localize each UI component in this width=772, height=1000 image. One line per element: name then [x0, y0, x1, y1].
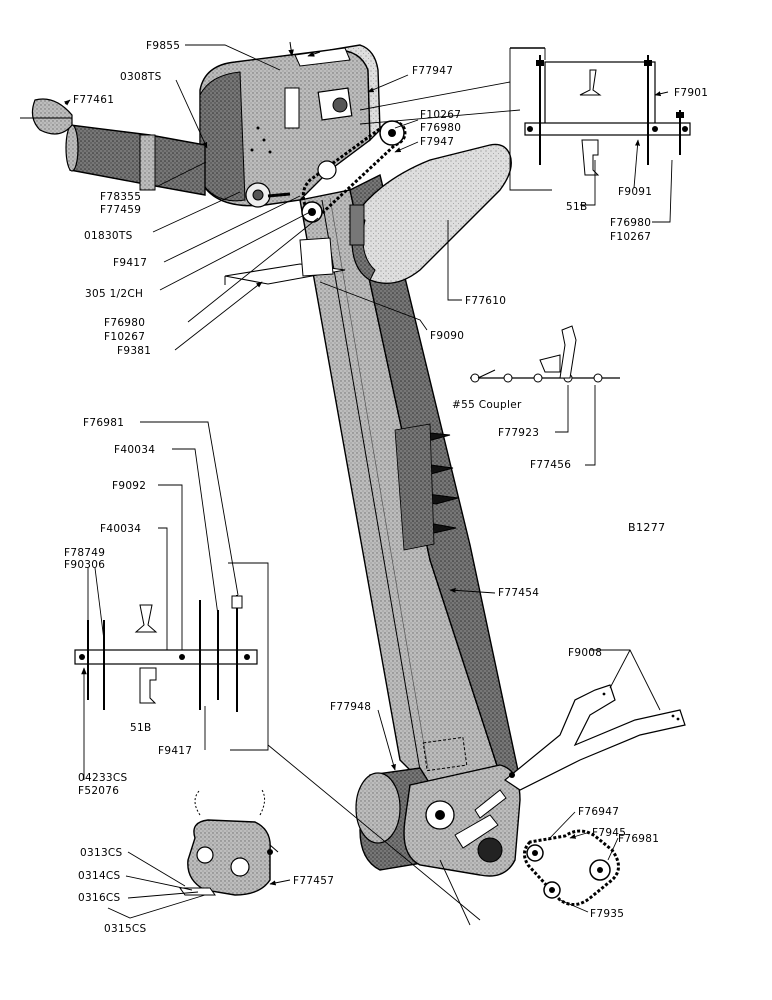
label-f90306: F90306	[64, 559, 105, 571]
label-f10267-a: F10267	[420, 109, 461, 121]
elevator-leg	[299, 173, 521, 801]
label-55-coupler: #55 Coupler	[452, 399, 522, 411]
label-f7945: F7945	[592, 827, 626, 839]
label-f10267-inset: F10267	[610, 231, 651, 243]
label-f7947: F7947	[420, 136, 454, 148]
label-f9091: F9091	[618, 186, 652, 198]
boot-assembly	[355, 736, 521, 877]
bottom-left-inset-drawing	[179, 789, 279, 896]
label-f10267-b: F10267	[104, 331, 145, 343]
discharge-spout	[349, 143, 512, 284]
label-f7901: F7901	[674, 87, 708, 99]
label-f9855: F9855	[146, 40, 180, 52]
head-assembly	[199, 44, 381, 208]
label-0314cs: 0314CS	[78, 870, 121, 882]
support-bracket	[224, 237, 346, 285]
label-0316cs: 0316CS	[78, 892, 121, 904]
label-f9092: F9092	[112, 480, 146, 492]
label-f9008: F9008	[568, 647, 602, 659]
label-0313cs: 0313CS	[80, 847, 123, 859]
label-f77948: F77948	[330, 701, 371, 713]
label-f77457: F77457	[293, 875, 334, 887]
drawing-code: B1277	[628, 521, 666, 534]
label-f9417-left: F9417	[158, 745, 192, 757]
label-f77923: F77923	[498, 427, 539, 439]
drive-motor	[20, 98, 206, 196]
label-f9090: F9090	[430, 330, 464, 342]
bottom-right-inset-drawing	[523, 829, 620, 906]
label-f76981-right: F76981	[618, 833, 659, 845]
label-f78355: F78355	[100, 191, 141, 203]
label-01830ts: 01830TS	[84, 230, 133, 242]
label-f77459: F77459	[100, 204, 141, 216]
label-f40034-b: F40034	[100, 523, 141, 535]
label-f76980-inset: F76980	[610, 217, 651, 229]
label-f9417-a: F9417	[113, 257, 147, 269]
label-305-half-ch: 305 1/2CH	[85, 288, 143, 300]
label-f78749: F78749	[64, 547, 105, 559]
label-f76947: F76947	[578, 806, 619, 818]
part-labels: F9855 F77947 0308TS F77461 F10267 F76980…	[64, 40, 708, 935]
feed-hopper-arms	[503, 684, 686, 791]
label-f77456: F77456	[530, 459, 571, 471]
label-f77947-top: F77947	[412, 65, 453, 77]
label-0308ts: 0308TS	[120, 71, 162, 83]
label-f76980-b: F76980	[104, 317, 145, 329]
label-f7935: F7935	[590, 908, 624, 920]
label-51b-top: 51B	[566, 201, 587, 213]
label-f40034-a: F40034	[114, 444, 155, 456]
top-right-inset-drawing	[359, 47, 691, 191]
label-f76981-left: F76981	[83, 417, 124, 429]
label-f77610: F77610	[465, 295, 506, 307]
elevator-flights	[394, 423, 459, 551]
label-f77454: F77454	[498, 587, 539, 599]
label-f52076: F52076	[78, 785, 119, 797]
label-f9381: F9381	[117, 345, 151, 357]
label-51b-left: 51B	[130, 722, 151, 734]
label-0315cs: 0315CS	[104, 923, 147, 935]
leader-lines	[63, 41, 673, 926]
label-f77461: F77461	[73, 94, 114, 106]
coupler-inset-drawing	[470, 325, 620, 383]
label-04233cs: 04233CS	[78, 772, 128, 784]
label-f76980-a: F76980	[420, 122, 461, 134]
